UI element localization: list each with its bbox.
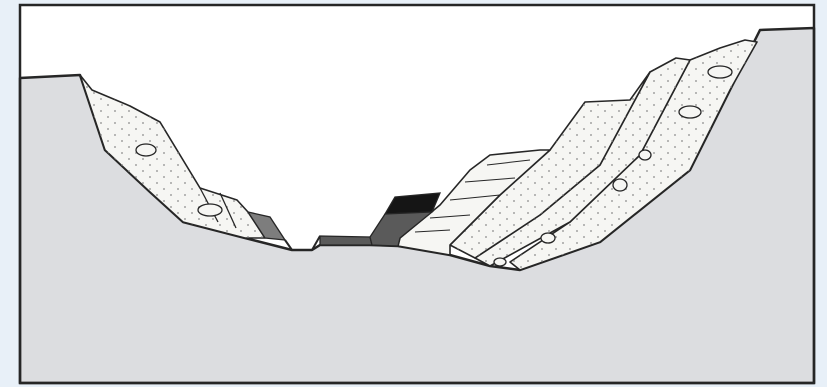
floor-gray-deposit: [320, 236, 372, 245]
right-pebble-3: [639, 150, 651, 160]
right-pebble-6: [494, 258, 506, 266]
right-pebble-5: [541, 233, 555, 243]
left-pebble-2: [198, 204, 222, 216]
right-pebble-2: [679, 106, 701, 118]
left-pebble-1: [136, 144, 156, 156]
right-pebble-4: [613, 179, 627, 191]
right-pebble-1: [708, 66, 732, 78]
